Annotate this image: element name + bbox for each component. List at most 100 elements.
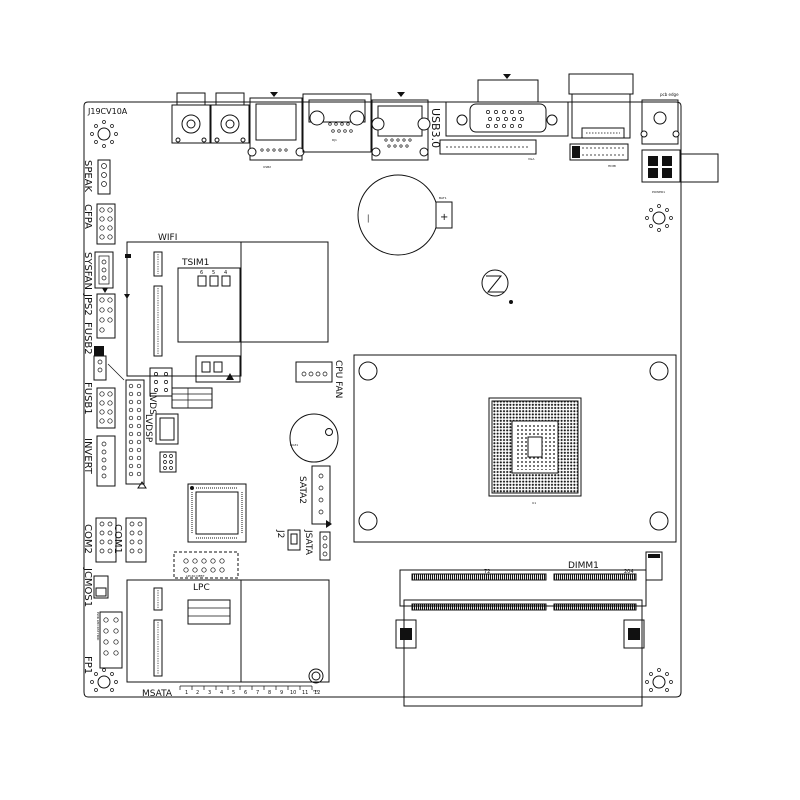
lpc-debug-header: LPC40 DEBT LPC bbox=[173, 551, 239, 593]
ruler-7: 7 bbox=[256, 690, 259, 696]
msata-label: MSATA bbox=[142, 689, 173, 699]
buzzer: BUZ1 bbox=[289, 413, 339, 463]
ruler-10: 10 bbox=[290, 690, 296, 696]
mount-hole-top-right bbox=[645, 204, 673, 232]
usb2-fine-label: USB2 bbox=[263, 165, 271, 169]
ruler-5: 5 bbox=[232, 690, 235, 696]
label-fp1: FP1 bbox=[82, 656, 93, 674]
sata2-connector bbox=[311, 465, 332, 528]
hdmi-connector: HDMI bbox=[568, 73, 634, 168]
lvds-jumper-legend bbox=[171, 387, 213, 409]
tp-fine-label: TP1 bbox=[312, 689, 319, 693]
mount-hole-bottom-right bbox=[645, 668, 673, 692]
cfpa-header bbox=[96, 203, 116, 245]
j2-label: J2 bbox=[275, 529, 285, 538]
sysfan-header bbox=[94, 251, 114, 293]
com2-header bbox=[95, 517, 117, 563]
battery-minus: — bbox=[363, 214, 373, 223]
ruler-8: 8 bbox=[268, 690, 271, 696]
label-invert: INVERT bbox=[82, 438, 93, 475]
hdmi-fine-label: HDMI bbox=[608, 164, 616, 168]
ruler-11: 11 bbox=[302, 690, 308, 696]
tsim-socket: 6 5 4 TSIM1 bbox=[177, 258, 241, 343]
ruler-12: 12 bbox=[314, 690, 320, 696]
dimm-label: DIMM1 bbox=[568, 561, 599, 571]
usb2-port-stack: USB2 bbox=[247, 92, 305, 169]
lvds-label: LVDS bbox=[147, 392, 157, 415]
label-com2: COM2 bbox=[82, 524, 93, 554]
ruler-3: 3 bbox=[208, 690, 211, 696]
audio-jack-right bbox=[210, 92, 250, 144]
label-cfpa: CFPA bbox=[82, 204, 93, 229]
fp1-fine-label: PWR LED RST HDD bbox=[96, 612, 100, 641]
power-jack: pcb edge POWER1 bbox=[640, 92, 719, 194]
tsim-label: TSIM1 bbox=[181, 258, 209, 268]
tsim-pin-6: 6 bbox=[200, 270, 203, 276]
dimm-pin-204: 204 bbox=[624, 569, 634, 575]
board-model-label: J19CV10A bbox=[87, 107, 128, 116]
rj45-usb-port: RJ1 bbox=[302, 93, 372, 153]
cpu-fan-header bbox=[295, 361, 333, 383]
j2-jumper bbox=[287, 529, 301, 551]
vga-fine-label: VGA bbox=[528, 157, 535, 161]
io-controller-chip bbox=[187, 483, 247, 543]
wifi-label: WIFI bbox=[158, 233, 177, 243]
pcb-edge-label: pcb edge bbox=[660, 92, 679, 97]
label-com1: COM1 bbox=[112, 524, 123, 554]
rj45-fine-label: RJ1 bbox=[332, 138, 337, 142]
power-fine-label: POWER1 bbox=[652, 190, 665, 194]
lvdsp-label: LVDSP bbox=[143, 414, 153, 443]
buzzer-fine-label: BUZ1 bbox=[290, 443, 298, 447]
msata-ruler: 1 2 3 4 5 6 7 8 9 10 11 12 bbox=[179, 685, 320, 696]
label-sysfan: SYSFAN bbox=[82, 252, 93, 290]
cmos-battery: + — BAT1 bbox=[357, 174, 453, 256]
audio-jack-left bbox=[171, 92, 211, 144]
cpu-fan-label: CPU FAN bbox=[333, 360, 343, 398]
battery-plus: + bbox=[440, 212, 448, 223]
wifi-slot: WIFI bbox=[124, 233, 329, 377]
cpu-heatsink-area: U1 bbox=[353, 354, 677, 543]
ruler-1: 1 bbox=[185, 690, 188, 696]
label-fusb2: FUSB2 bbox=[82, 322, 93, 355]
lvdsp-jumper bbox=[155, 413, 179, 473]
sata2-label: SATA2 bbox=[297, 476, 307, 504]
label-jcmos1: JCMOS1 bbox=[82, 567, 93, 607]
jsata-label: JSATA bbox=[303, 529, 313, 556]
lvds-connector bbox=[125, 379, 147, 489]
fusb1-header bbox=[96, 387, 116, 429]
fusb2-header bbox=[93, 346, 125, 381]
lvds-power-jumper bbox=[195, 355, 241, 383]
jsata-header bbox=[319, 531, 331, 561]
mount-hole-top-left bbox=[90, 120, 118, 148]
battery-fine-label: BAT1 bbox=[439, 196, 447, 200]
dimm-slot: DIMM1 72 204 bbox=[395, 551, 663, 707]
lvds-power-select bbox=[149, 367, 173, 397]
speak-header bbox=[97, 159, 111, 195]
jps2-header bbox=[96, 293, 116, 339]
mount-hole-bottom-left bbox=[90, 668, 118, 692]
ruler-4: 4 bbox=[220, 690, 223, 696]
com1-header bbox=[125, 517, 147, 563]
label-jps2: JPS2 bbox=[82, 293, 93, 316]
manufacturer-logo bbox=[481, 269, 513, 304]
ruler-6: 6 bbox=[244, 690, 247, 696]
fp1-header: PWR LED RST HDD bbox=[96, 611, 123, 669]
dimm-pin-72: 72 bbox=[484, 569, 490, 575]
jcmos1-jumper bbox=[93, 575, 109, 599]
usb3-port-stack bbox=[371, 92, 431, 161]
usb30-label: USB3.0 bbox=[429, 108, 442, 148]
u1-label: U1 bbox=[532, 501, 536, 505]
invert-header bbox=[96, 435, 116, 487]
lpc-label: LPC bbox=[193, 583, 210, 593]
tsim-pin-4: 4 bbox=[224, 270, 227, 276]
tsim-pin-5: 5 bbox=[212, 270, 215, 276]
board-outline bbox=[83, 101, 682, 698]
label-fusb1: FUSB1 bbox=[82, 382, 93, 415]
lpc-fine-label: LPC40 DEBT bbox=[186, 574, 205, 578]
ruler-2: 2 bbox=[196, 690, 199, 696]
ruler-9: 9 bbox=[280, 690, 283, 696]
vga-connector: VGA bbox=[439, 74, 569, 161]
label-speak: SPEAK bbox=[82, 160, 93, 193]
msata-slot: TP1 MSATA bbox=[126, 579, 330, 699]
